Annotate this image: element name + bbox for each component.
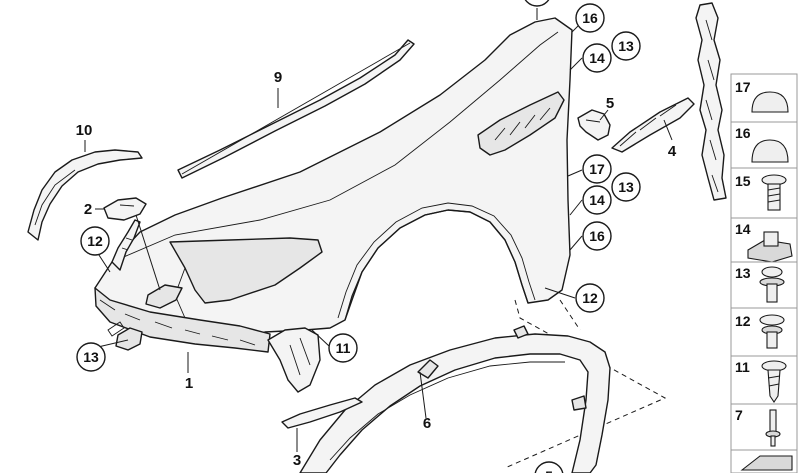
svg-text:13: 13 — [735, 265, 751, 281]
callout-17: 17 — [582, 154, 612, 184]
hardware-cell-14: 14 — [730, 217, 798, 263]
flange-screw-icon — [759, 314, 785, 349]
side-marker-cap — [103, 197, 147, 221]
callout-13-mid: 13 — [611, 172, 641, 202]
wheel-arch-liner — [299, 325, 611, 473]
label-3: 3 — [293, 452, 301, 469]
dome-cap-icon — [751, 139, 789, 163]
svg-text:17: 17 — [735, 79, 751, 95]
callout-partial-bottom: 5 — [534, 461, 564, 473]
callout-13-top: 13 — [611, 31, 641, 61]
callout-12-right: 12 — [575, 283, 605, 313]
label-4: 4 — [668, 143, 677, 160]
svg-text:14: 14 — [589, 50, 605, 66]
sheet-icon — [740, 455, 793, 471]
hardware-cell-13: 13 — [730, 261, 798, 309]
callout-16-top: 16 — [575, 3, 605, 33]
hardware-cell-16: 16 — [730, 121, 798, 169]
callout-11: 11 — [328, 333, 358, 363]
hardware-cell-sheet — [730, 449, 798, 473]
svg-text:12: 12 — [87, 233, 103, 249]
hardware-legend: 17 16 15 14 — [730, 73, 798, 473]
svg-text:17: 17 — [589, 161, 605, 177]
sheet-screw-icon — [761, 360, 787, 403]
svg-text:12: 12 — [735, 313, 751, 329]
label-9: 9 — [274, 69, 282, 86]
hardware-cell-15: 15 — [730, 167, 798, 219]
svg-text:12: 12 — [582, 290, 598, 306]
svg-text:11: 11 — [735, 359, 750, 375]
hardware-cell-17: 17 — [730, 73, 798, 123]
side-trim-strip — [611, 97, 695, 153]
front-fender — [94, 17, 573, 393]
label-1: 1 — [185, 375, 193, 392]
cap-icon — [751, 91, 789, 113]
callout-12-left: 12 — [80, 226, 110, 256]
label-5: 5 — [606, 95, 614, 112]
svg-text:11: 11 — [336, 340, 351, 356]
callout-14-mid: 14 — [582, 185, 612, 215]
svg-text:13: 13 — [83, 349, 99, 365]
label-6: 6 — [423, 415, 431, 432]
callout-circles: 16 14 13 17 13 14 16 12 — [76, 0, 641, 473]
hardware-cell-12: 12 — [730, 307, 798, 357]
svg-text:14: 14 — [589, 192, 605, 208]
svg-text:13: 13 — [618, 179, 634, 195]
plain-labels: 9 10 2 5 4 1 6 3 — [76, 69, 677, 469]
hardware-cell-7: 7 — [730, 403, 798, 451]
callout-14-top: 14 — [582, 43, 612, 73]
front-edge-bracket — [111, 219, 141, 271]
flange-bolt-icon — [759, 266, 785, 303]
callout-partial-top — [524, 0, 550, 7]
svg-text:7: 7 — [735, 407, 743, 423]
svg-text:5: 5 — [545, 468, 553, 473]
lower-trim-strip — [281, 397, 363, 429]
front-bracket — [27, 149, 143, 241]
svg-text:14: 14 — [735, 221, 751, 237]
callout-13-left: 13 — [76, 342, 106, 372]
svg-text:16: 16 — [735, 125, 751, 141]
vertical-seal — [695, 2, 727, 201]
clip-nut-icon — [747, 231, 793, 263]
svg-text:15: 15 — [735, 173, 751, 189]
hardware-cell-11: 11 — [730, 355, 798, 405]
label-2: 2 — [84, 201, 92, 218]
svg-text:16: 16 — [582, 10, 598, 26]
leader-lines — [84, 8, 673, 452]
screw-icon — [761, 174, 787, 211]
vent-bracket — [577, 109, 611, 141]
label-10: 10 — [76, 122, 93, 139]
rivet-icon — [765, 409, 781, 447]
svg-text:16: 16 — [589, 228, 605, 244]
seal-strip — [177, 39, 415, 179]
callout-16-mid: 16 — [582, 221, 612, 251]
lower-bolt — [107, 321, 143, 351]
svg-text:13: 13 — [618, 38, 634, 54]
